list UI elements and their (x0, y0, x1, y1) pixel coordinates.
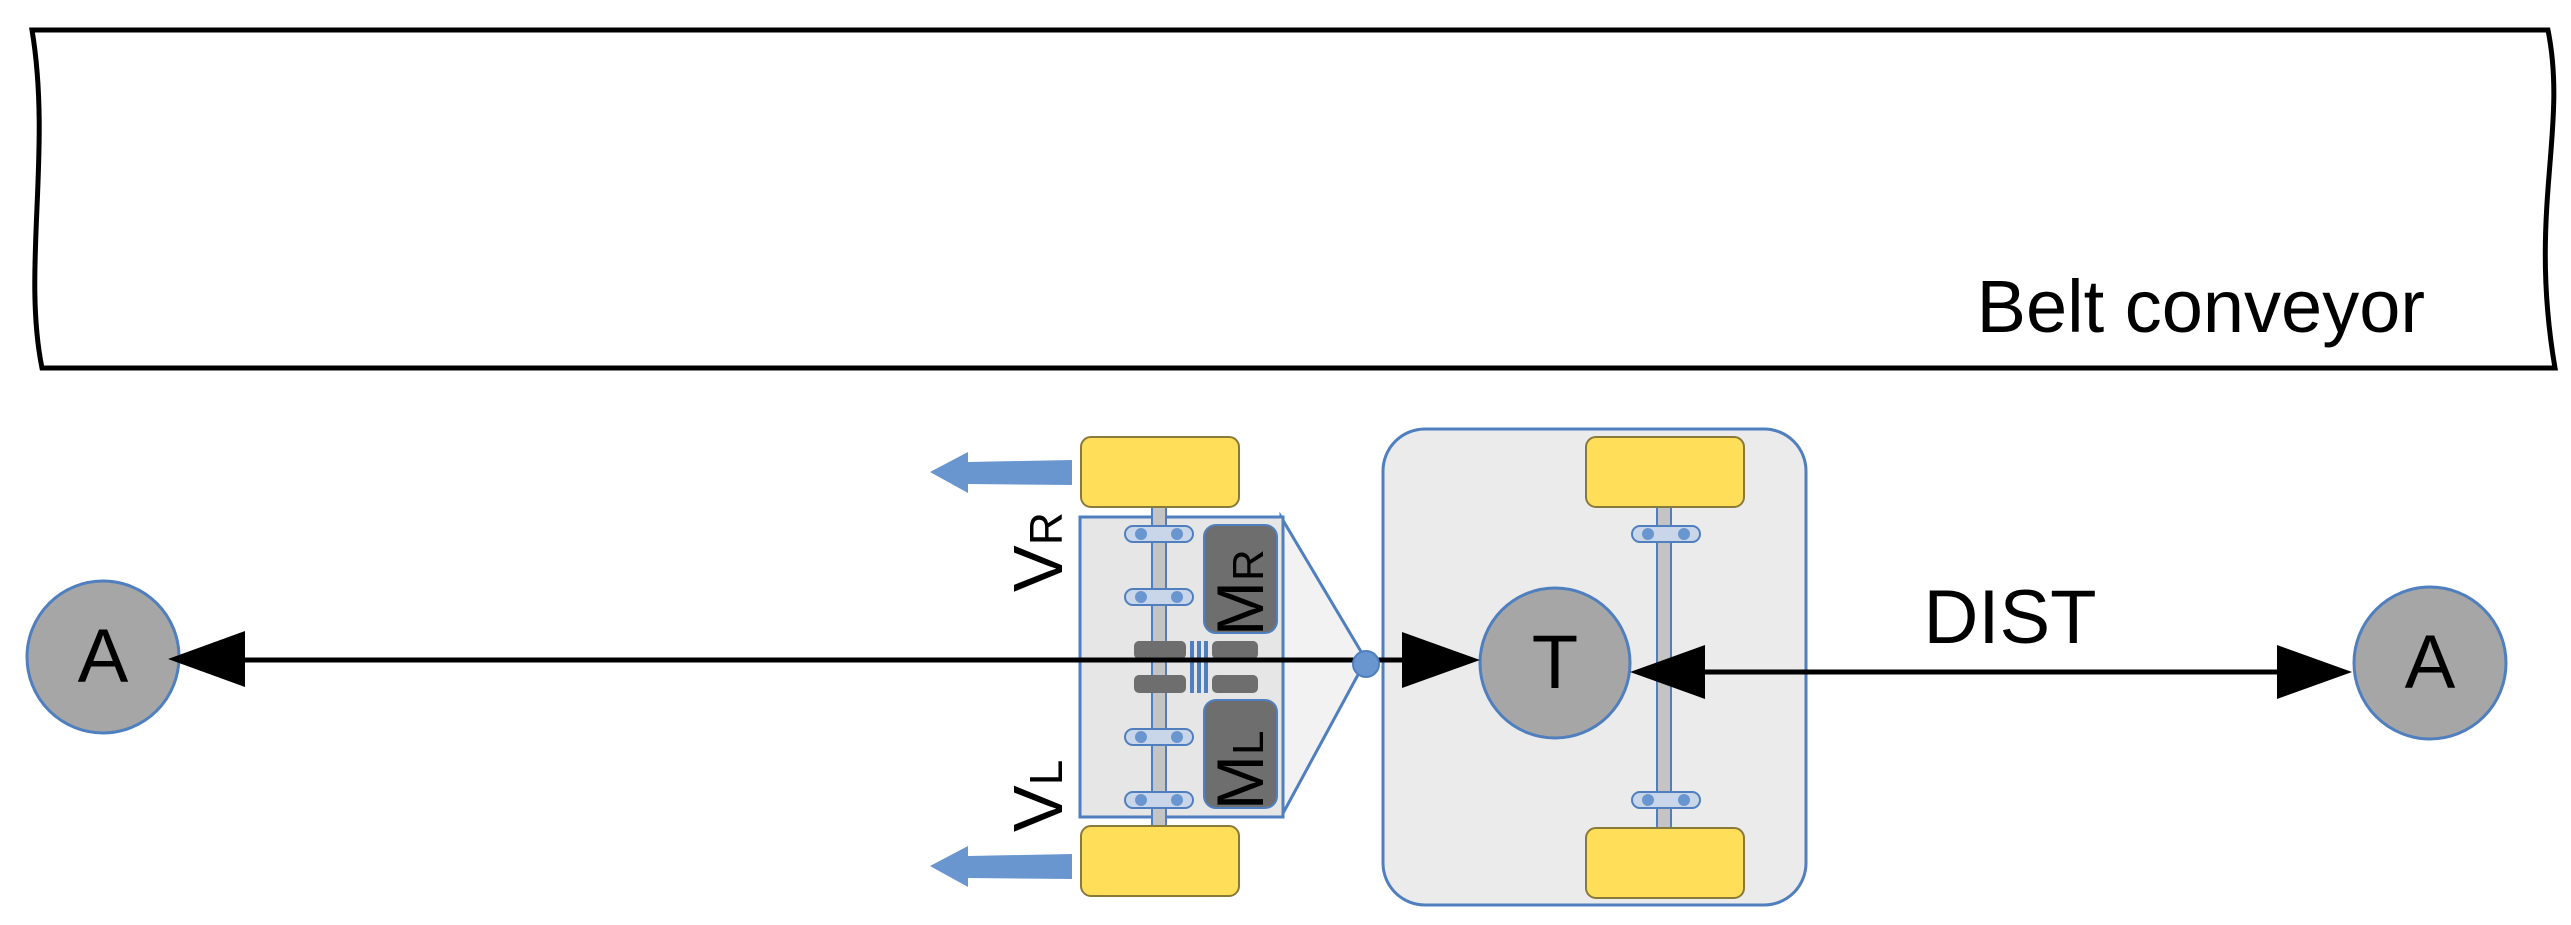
velocity-left-sub: L (1020, 760, 1072, 786)
velocity-left-arrow (930, 846, 1072, 887)
motor-right: MR (1203, 524, 1278, 636)
robot-wheel-left (1080, 825, 1240, 897)
robot: MR ML VR VL (930, 436, 1368, 897)
motor-right-label: MR (1203, 549, 1277, 636)
velocity-left-main: V (999, 785, 1077, 832)
motor-left: ML (1203, 699, 1278, 810)
target-circle (1478, 586, 1632, 740)
velocity-left: VL (930, 760, 1077, 887)
target-bearing-bottom (1631, 791, 1701, 809)
motor-left-main: M (1203, 755, 1277, 810)
belt-conveyor: Belt conveyor (29, 27, 2558, 371)
robot-axle (1151, 504, 1167, 836)
velocity-right-sub: R (1020, 512, 1072, 545)
target-vehicle: T (1381, 427, 1808, 907)
velocity-right: VR (930, 452, 1077, 592)
target-label: T (1532, 620, 1578, 705)
anchor-right-circle (2352, 585, 2508, 741)
belt-conveyor-label: Belt conveyor (1977, 265, 2425, 348)
dist-label: DIST (1923, 575, 2096, 660)
robot-wheel-right (1080, 436, 1240, 508)
robot-differential (1134, 641, 1258, 693)
velocity-right-label: VR (999, 512, 1077, 592)
velocity-right-arrow (930, 452, 1072, 493)
target-wheel-bottom (1585, 827, 1745, 899)
velocity-left-label: VL (999, 760, 1077, 832)
target-wheel-top (1585, 436, 1745, 508)
belt-conveyor-outline (29, 27, 2558, 371)
motor-left-box (1203, 699, 1278, 809)
motor-left-label: ML (1203, 731, 1277, 810)
motor-right-box (1203, 524, 1278, 634)
motor-right-main: M (1203, 581, 1277, 636)
arrowhead-left (168, 631, 245, 687)
robot-bearings (1124, 525, 1194, 809)
anchor-left-label: A (78, 614, 129, 699)
anchor-to-target-arrow (168, 631, 1480, 688)
velocity-right-main: V (999, 545, 1077, 592)
arrowhead-target (1402, 632, 1480, 688)
dist-arrow: DIST (1630, 575, 2352, 699)
motor-left-sub: L (1224, 731, 1273, 755)
anchor-left: A (25, 579, 181, 735)
anchor-right: A (2352, 585, 2508, 741)
target-bearing-top (1631, 525, 1701, 543)
robot-hitch-point (1352, 650, 1380, 678)
arrowhead-dist-right (2277, 645, 2352, 699)
arrowhead-dist-left (1630, 645, 1705, 699)
motor-right-sub: R (1224, 549, 1273, 581)
anchor-right-label: A (2405, 620, 2456, 705)
